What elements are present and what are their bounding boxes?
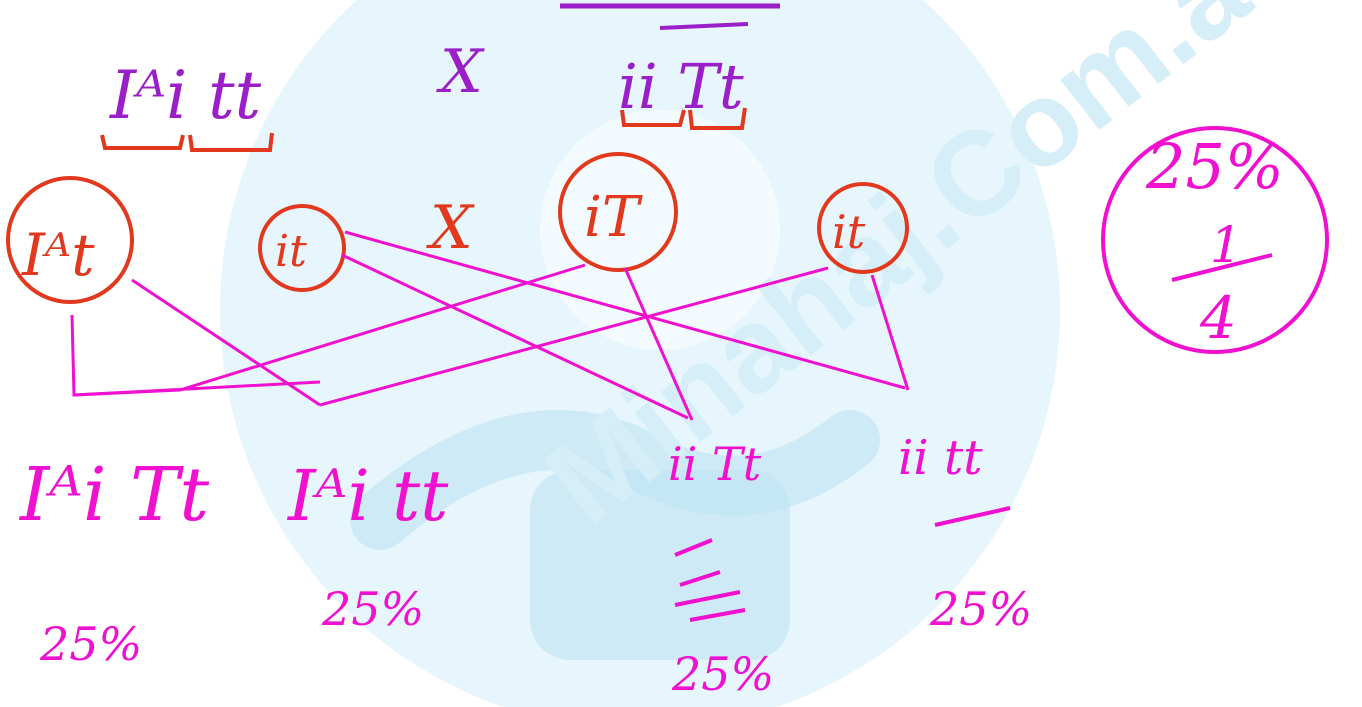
line-g3-o3 [623,267,694,421]
answer-circle [1101,126,1329,354]
offspring-3-percent: 25% [671,647,774,701]
offspring-4-genotype: ii tt [898,430,983,486]
gamete-circle-4 [817,182,909,274]
gamete-3-label: iT [584,185,643,250]
parent-left-genotype: Iᴬi tt [109,57,262,134]
offspring-1-percent: 25% [39,617,142,671]
overline-right [659,22,749,30]
gamete-circle-1 [6,176,134,304]
check-mark-offspring-4 [934,506,1011,527]
parent-right-genotype: ii Tt [618,50,744,123]
offspring: Iᴬi Tt Iᴬi tt ii Tt ii tt 25% 25% 25% 25… [18,430,1032,701]
offspring-2-genotype: Iᴬi tt [286,455,449,537]
gamete-4-label: it [832,205,866,259]
line-g4-o4 [870,274,910,391]
gametes: Iᴬt it X iT it [6,152,909,304]
cross-symbol-top: X [436,37,485,107]
underline-marks-offspring-3 [674,538,746,622]
gamete-1-label: Iᴬt [21,221,95,289]
offspring-2-percent: 25% [321,582,424,636]
gamete-2-label: it [275,226,307,277]
gamete-circle-2 [258,204,346,292]
bracket-right-1 [620,109,686,127]
fraction-bar [1171,253,1273,282]
answer-percent: 25% [1145,130,1284,203]
line-g2-o3 [341,253,689,420]
bracket-left-1 [100,134,185,150]
bracket-right-2 [688,107,747,130]
gamete-circle-3 [558,152,678,272]
answer-denominator: 4 [1199,284,1237,352]
bracket-left-2 [188,132,274,152]
offspring-3-genotype: ii Tt [668,437,762,491]
answer-bubble: 25% 1 4 [1101,126,1329,354]
parent-cross: Iᴬi tt X ii Tt [100,22,749,152]
line-g1-o2 [131,278,321,407]
offspring-4-percent: 25% [929,582,1032,636]
punnett-lines [70,230,910,421]
cross-symbol-gametes: X [426,193,475,263]
line-g2-o4 [344,230,906,390]
line-g4-o2 [319,266,829,407]
offspring-1-genotype: Iᴬi Tt [18,452,209,538]
